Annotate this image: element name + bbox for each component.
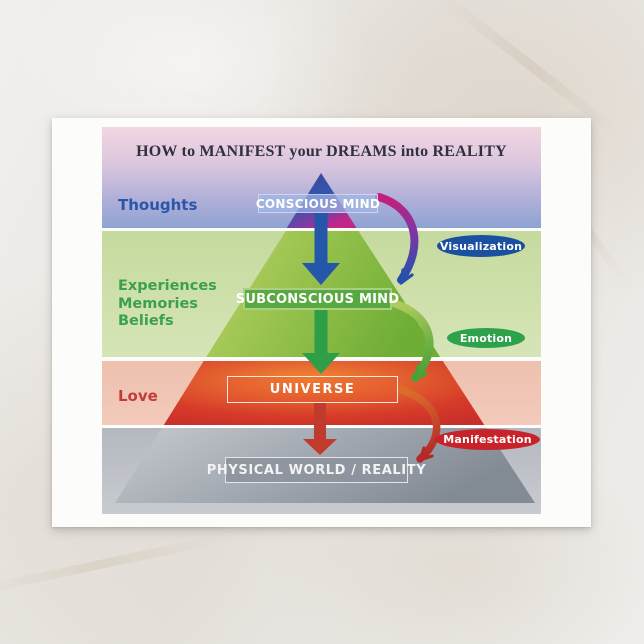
thoughts-label: Thoughts xyxy=(118,196,198,214)
conscious-mind-box: CONSCIOUS MIND xyxy=(255,194,381,213)
conscious-mind-label: CONSCIOUS MIND xyxy=(255,196,381,211)
subconscious-side-labels: Experiences Memories Beliefs xyxy=(118,278,217,331)
visualization-oval: Visualization xyxy=(437,235,525,257)
diagram-title: HOW to MANIFEST your DREAMS into REALITY xyxy=(136,143,507,160)
emotion-curved-arrow-icon xyxy=(389,299,434,382)
love-label: Love xyxy=(118,387,158,405)
beliefs-label: Beliefs xyxy=(118,313,174,329)
subconscious-mind-label: SUBCONSCIOUS MIND xyxy=(235,291,400,307)
manifestation-oval: Manifestation xyxy=(435,429,540,450)
manifestation-diagram: HOW to MANIFEST your DREAMS into REALITY… xyxy=(102,127,541,514)
manifestation-label: Manifestation xyxy=(443,433,532,446)
subconscious-mind-box: SUBCONSCIOUS MIND xyxy=(236,288,399,310)
universe-box: UNIVERSE xyxy=(227,376,398,403)
postcard: HOW to MANIFEST your DREAMS into REALITY… xyxy=(52,118,591,527)
visualization-curved-arrow-icon xyxy=(375,193,419,285)
pyramid-universe-section xyxy=(163,361,485,425)
visualization-label: Visualization xyxy=(439,239,523,253)
experiences-label: Experiences xyxy=(118,278,217,294)
emotion-label: Emotion xyxy=(459,331,513,345)
memories-label: Memories xyxy=(118,295,198,312)
universe-label: UNIVERSE xyxy=(269,382,356,397)
down-arrow-blue-icon xyxy=(302,213,340,285)
down-arrow-green-icon xyxy=(302,310,340,374)
emotion-oval: Emotion xyxy=(447,328,525,348)
physical-world-box: PHYSICAL WORLD / REALITY xyxy=(207,457,426,483)
manifestation-curved-arrow-icon xyxy=(395,385,441,463)
physical-world-label: PHYSICAL WORLD / REALITY xyxy=(206,462,427,478)
down-arrow-red-icon xyxy=(303,403,337,455)
